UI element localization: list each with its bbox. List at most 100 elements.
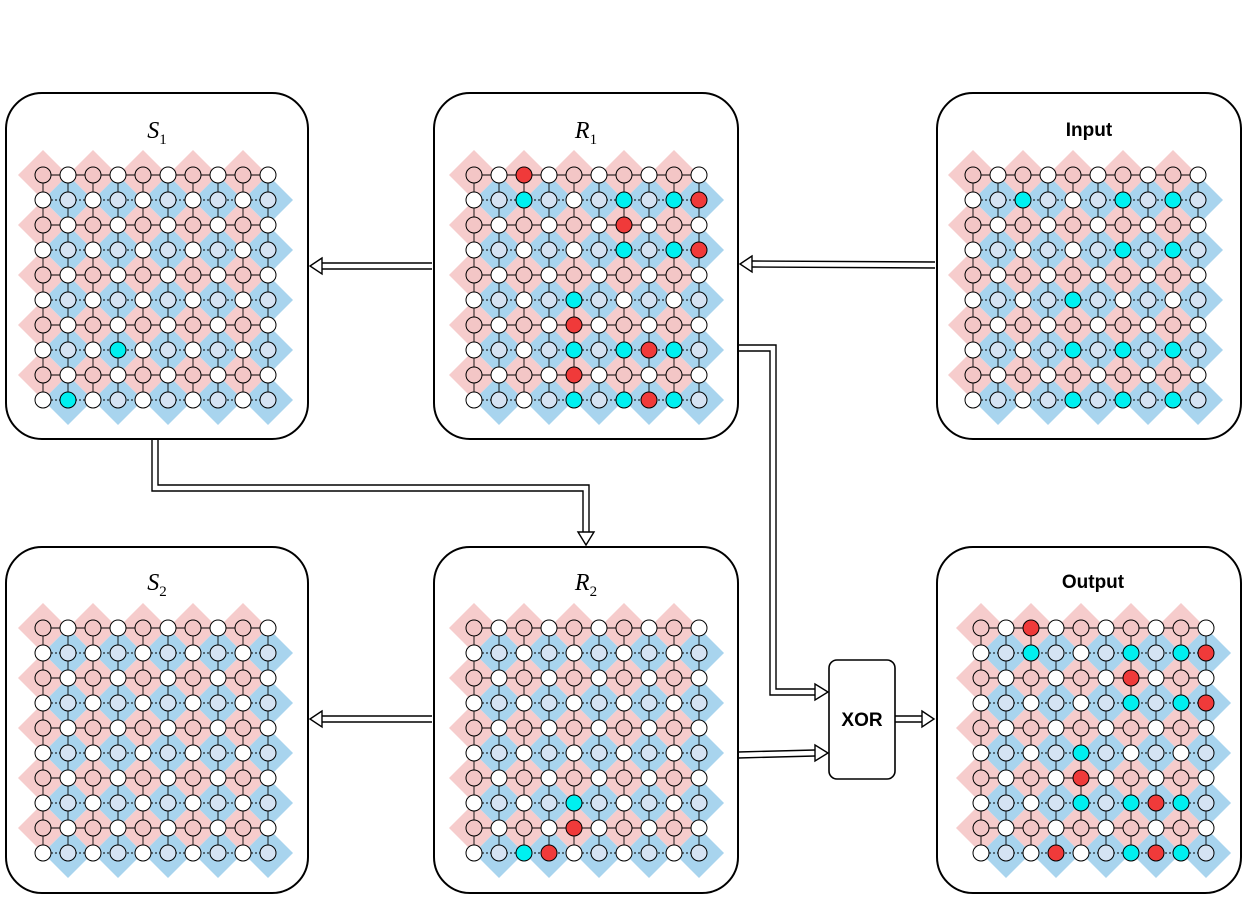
qubit-node bbox=[1097, 744, 1115, 762]
qubit-node bbox=[615, 844, 633, 862]
qubit-node bbox=[964, 341, 982, 359]
qubit-node bbox=[465, 844, 483, 862]
panel-r2: R2 bbox=[433, 546, 739, 894]
qubit-node bbox=[109, 844, 127, 862]
panel-s1: S1 bbox=[5, 92, 309, 440]
qubit-node bbox=[465, 166, 483, 184]
qubit-node bbox=[209, 266, 227, 284]
qubit-node bbox=[1089, 241, 1107, 259]
qubit-node bbox=[59, 719, 77, 737]
qubit-node bbox=[1014, 216, 1032, 234]
qubit-node bbox=[84, 619, 102, 637]
panel-r2-title: R2 bbox=[574, 570, 597, 600]
qubit-node bbox=[234, 719, 252, 737]
qubit-node bbox=[997, 844, 1015, 862]
qubit-node bbox=[1189, 291, 1207, 309]
qubit-node bbox=[234, 166, 252, 184]
qubit-node bbox=[1064, 191, 1082, 209]
qubit-node bbox=[34, 794, 52, 812]
qubit-node bbox=[234, 266, 252, 284]
qubit-node bbox=[640, 769, 658, 787]
qubit-node bbox=[1147, 644, 1165, 662]
qubit-node bbox=[109, 644, 127, 662]
qubit-node bbox=[690, 794, 708, 812]
qubit-node bbox=[1014, 366, 1032, 384]
qubit-node bbox=[159, 644, 177, 662]
qubit-node bbox=[1197, 769, 1215, 787]
qubit-node bbox=[234, 794, 252, 812]
qubit-node bbox=[1114, 166, 1132, 184]
qubit-node bbox=[465, 391, 483, 409]
qubit-node bbox=[972, 769, 990, 787]
lattice-output bbox=[956, 602, 1232, 879]
qubit-node bbox=[690, 266, 708, 284]
qubit-node bbox=[465, 316, 483, 334]
qubit-node bbox=[490, 266, 508, 284]
qubit-node bbox=[1189, 241, 1207, 259]
qubit-node bbox=[690, 619, 708, 637]
qubit-node bbox=[690, 644, 708, 662]
qubit-node bbox=[540, 341, 558, 359]
qubit-node bbox=[1072, 694, 1090, 712]
panel-r1-title: R1 bbox=[574, 118, 597, 148]
qubit-node bbox=[615, 644, 633, 662]
qubit-node bbox=[159, 366, 177, 384]
qubit-node bbox=[59, 341, 77, 359]
qubit-node bbox=[515, 391, 533, 409]
qubit-node-flagged bbox=[615, 341, 633, 359]
qubit-node bbox=[109, 366, 127, 384]
qubit-node bbox=[465, 769, 483, 787]
qubit-node bbox=[1039, 191, 1057, 209]
qubit-node bbox=[184, 669, 202, 687]
qubit-node-error bbox=[1147, 794, 1165, 812]
qubit-node bbox=[59, 819, 77, 837]
qubit-node bbox=[1047, 644, 1065, 662]
qubit-node bbox=[109, 266, 127, 284]
qubit-node bbox=[1089, 166, 1107, 184]
qubit-node bbox=[34, 719, 52, 737]
qubit-node bbox=[515, 291, 533, 309]
qubit-node bbox=[615, 794, 633, 812]
qubit-node bbox=[84, 391, 102, 409]
qubit-node bbox=[109, 391, 127, 409]
qubit-node bbox=[1172, 719, 1190, 737]
qubit-node bbox=[490, 366, 508, 384]
qubit-node bbox=[665, 644, 683, 662]
qubit-node bbox=[465, 819, 483, 837]
qubit-node bbox=[1097, 619, 1115, 637]
arrow-r2-to-s2 bbox=[308, 709, 432, 729]
qubit-node bbox=[1139, 216, 1157, 234]
qubit-node-error bbox=[1022, 619, 1040, 637]
qubit-node bbox=[159, 719, 177, 737]
qubit-node-flagged bbox=[1064, 291, 1082, 309]
qubit-node bbox=[490, 216, 508, 234]
qubit-node bbox=[209, 669, 227, 687]
qubit-node bbox=[184, 719, 202, 737]
qubit-node bbox=[84, 644, 102, 662]
qubit-node bbox=[134, 619, 152, 637]
qubit-node bbox=[989, 391, 1007, 409]
qubit-node bbox=[515, 316, 533, 334]
qubit-node bbox=[590, 391, 608, 409]
qubit-node bbox=[540, 191, 558, 209]
qubit-node bbox=[1089, 366, 1107, 384]
qubit-node bbox=[1164, 316, 1182, 334]
qubit-node-flagged bbox=[1164, 341, 1182, 359]
qubit-node bbox=[465, 669, 483, 687]
qubit-node bbox=[1122, 719, 1140, 737]
lattice-r2 bbox=[449, 602, 724, 878]
qubit-node bbox=[964, 191, 982, 209]
qubit-node bbox=[234, 241, 252, 259]
qubit-node bbox=[259, 241, 277, 259]
qubit-node bbox=[1089, 266, 1107, 284]
qubit-node-flagged bbox=[515, 191, 533, 209]
qubit-node bbox=[34, 316, 52, 334]
qubit-node bbox=[1139, 391, 1157, 409]
qubit-node bbox=[490, 391, 508, 409]
qubit-node bbox=[1064, 266, 1082, 284]
qubit-node bbox=[209, 769, 227, 787]
qubit-node bbox=[465, 366, 483, 384]
qubit-node bbox=[1139, 341, 1157, 359]
qubit-node bbox=[84, 341, 102, 359]
qubit-node bbox=[234, 844, 252, 862]
